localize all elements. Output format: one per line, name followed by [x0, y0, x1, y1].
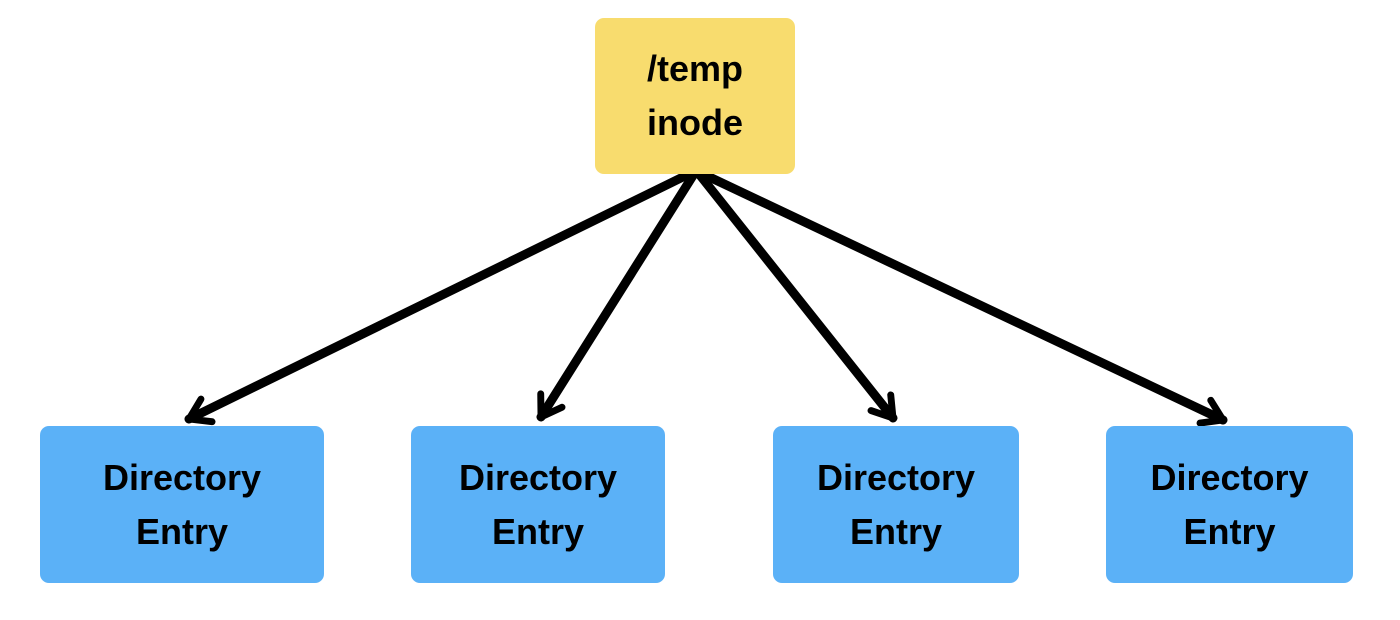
directory-entry-node-1: Directory Entry	[40, 426, 324, 583]
edge-inode-to-entry-1	[184, 169, 694, 426]
directory-entry-4-label-line2: Entry	[1183, 510, 1276, 552]
directory-entry-3-label-line1: Directory	[816, 456, 976, 498]
directory-entry-3-label-line2: Entry	[849, 510, 943, 552]
temp-inode-label-line2: inode	[647, 102, 743, 143]
edge-inode-to-entry-2	[536, 169, 699, 422]
directory-entry-1-label-line1: Directory	[102, 456, 262, 498]
directory-entry-node-4: Directory Entry	[1106, 426, 1353, 583]
directory-entry-2-label-line1: Directory	[458, 456, 618, 498]
directory-entry-4-label-line1: Directory	[1150, 456, 1309, 498]
temp-inode-label-line1: /temp	[646, 48, 743, 89]
edge-inode-to-entry-3	[694, 169, 898, 423]
directory-entry-1-label-line2: Entry	[135, 510, 229, 552]
directory-entry-node-2: Directory Entry	[411, 426, 665, 583]
temp-inode-node: /temp inode	[595, 18, 795, 174]
directory-entry-node-3: Directory Entry	[773, 426, 1019, 583]
directory-entry-2-label-line2: Entry	[491, 510, 585, 552]
edge-inode-to-entry-4	[698, 169, 1228, 427]
